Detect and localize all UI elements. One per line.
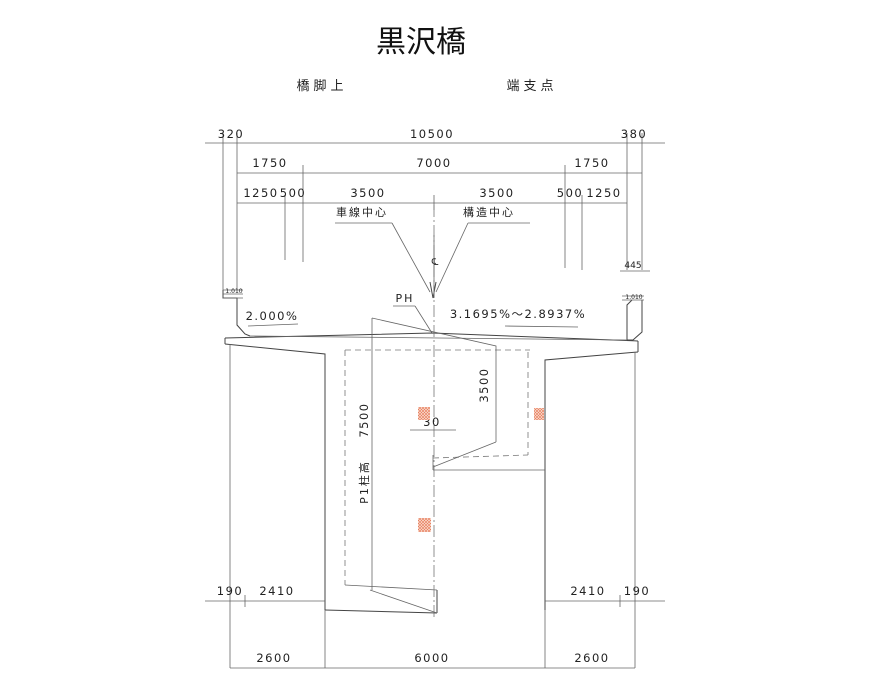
dim-1750-right: 1750: [574, 156, 609, 170]
dim-190-right: 190: [624, 584, 650, 598]
dim-500-right: 500: [557, 186, 583, 200]
dim-2410-left: 2410: [259, 584, 294, 598]
base-dimension-lines: [205, 595, 665, 607]
top-dimension-lines: [205, 133, 665, 290]
lane-center-label: 車線中心: [336, 205, 388, 219]
dim-7500: 7500: [357, 402, 371, 437]
dim-2600-left: 2600: [256, 651, 291, 665]
small-label-right: 1.010: [625, 294, 642, 301]
dim-1250-left: 1250: [243, 186, 278, 200]
small-label-left: 1.010: [225, 288, 242, 295]
dim-2600-right: 2600: [574, 651, 609, 665]
dim-190-left: 190: [217, 584, 243, 598]
dim-380: 380: [621, 127, 647, 141]
deck-slab: 1.010 1.010: [222, 288, 644, 614]
slope-left-label: 2.000%: [246, 309, 299, 323]
bearing-mark-lower: [418, 518, 431, 532]
dim-7000: 7000: [416, 156, 451, 170]
dim-3500-right: 3500: [479, 186, 514, 200]
dim-6000: 6000: [414, 651, 449, 665]
outer-extension-lines: [229, 344, 636, 668]
dim-1250-right: 1250: [586, 186, 621, 200]
ph-label: PH: [396, 292, 415, 305]
structure-center-label: 構造中心: [463, 205, 515, 219]
pier-height-label: P1柱高: [357, 460, 371, 504]
dim-3500-left: 3500: [350, 186, 385, 200]
dim-3500-vertical: 3500: [477, 367, 491, 402]
center-leaders: [335, 222, 530, 299]
dim-320: 320: [218, 127, 244, 141]
pier-top-label: 橋脚上: [296, 78, 347, 94]
end-support-label: 端支点: [506, 79, 557, 94]
dim-500-left: 500: [280, 186, 306, 200]
dim-2410-right: 2410: [570, 584, 605, 598]
dim-445: 445: [624, 261, 641, 271]
slope-right-label: 3.1695%～2.8937%: [450, 307, 586, 321]
center-mark: ℄: [431, 257, 439, 268]
dim-1750-left: 1750: [252, 156, 287, 170]
drawing-title: 黒沢橋: [376, 25, 466, 60]
bearing-mark-right: [534, 408, 544, 420]
dim-10500: 10500: [410, 127, 454, 141]
bearing-mark-upper: [418, 407, 430, 420]
